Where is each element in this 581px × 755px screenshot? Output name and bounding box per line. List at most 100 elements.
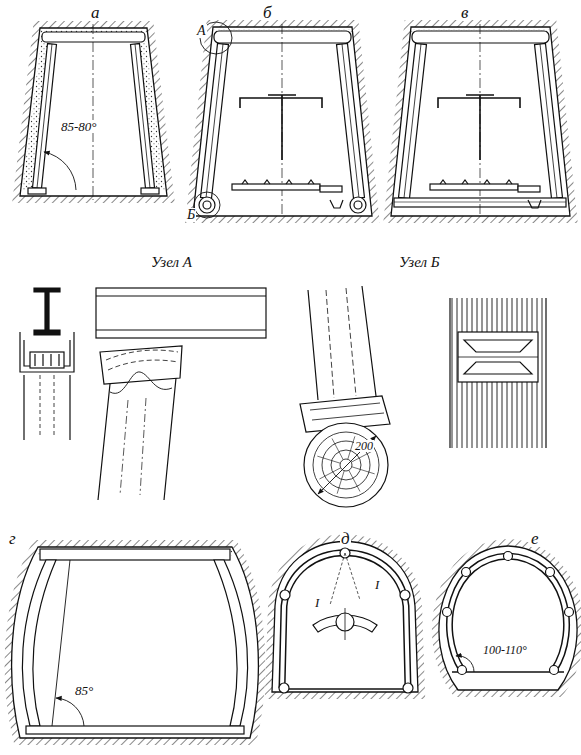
joint	[504, 552, 513, 561]
drawing-stroke	[351, 451, 372, 462]
drain	[528, 200, 541, 208]
arch-frame	[282, 553, 408, 688]
drawing-stroke	[50, 354, 51, 366]
log-support	[199, 197, 215, 213]
joint	[462, 568, 471, 577]
figure-label: б	[262, 4, 273, 21]
drawing-stroke	[317, 456, 340, 463]
angle-arc	[44, 152, 76, 190]
drawing-stroke	[120, 398, 146, 495]
cap-beam	[42, 32, 145, 42]
joint	[280, 590, 290, 600]
figure-label: I	[374, 578, 380, 591]
rock-hatching	[439, 546, 577, 690]
i-beam-section	[34, 288, 60, 335]
figure-label: г	[8, 530, 17, 547]
drawing-stroke	[282, 553, 408, 688]
rail	[506, 180, 512, 184]
ditch-cover	[320, 186, 342, 192]
track-sleeper	[232, 184, 320, 190]
leg-axis	[206, 44, 223, 198]
cap-beam	[412, 31, 549, 43]
dimension-line	[318, 436, 376, 494]
log-end	[304, 423, 388, 507]
drawing-stroke	[96, 329, 266, 330]
excavation-outline	[193, 27, 372, 216]
pipe	[268, 95, 296, 160]
drawing-stroke	[331, 450, 361, 480]
rail	[440, 180, 446, 184]
ditch-cover	[518, 186, 540, 192]
rock-hatching	[12, 547, 259, 738]
detail-circle	[194, 192, 220, 218]
frame-leg	[22, 560, 56, 726]
figure-label: Узел А	[150, 255, 193, 270]
drawing-stroke	[449, 556, 566, 670]
drawing-stroke	[106, 350, 178, 370]
floor	[452, 671, 564, 672]
rock-hatching	[20, 28, 167, 196]
rail	[242, 180, 248, 184]
figure-label: 85-80°	[60, 120, 98, 133]
rock-hatching	[272, 542, 418, 693]
drawing-stroke	[58, 354, 59, 366]
leg-axis	[404, 44, 421, 198]
floor	[280, 688, 410, 690]
excavation-outline	[439, 546, 577, 690]
clamp	[20, 332, 74, 372]
figure-label: 100-110°	[482, 644, 528, 656]
figure-label: в	[460, 4, 469, 21]
drawing-stroke	[110, 372, 172, 393]
cap-beam	[214, 31, 351, 43]
drawing-stroke	[340, 459, 352, 471]
drawing-stroke	[458, 357, 538, 358]
hanger-bracket	[240, 98, 322, 108]
figure-label: 85°	[74, 684, 94, 697]
joint	[400, 590, 410, 600]
arch-frame	[449, 556, 566, 670]
rock-hatching	[391, 27, 570, 216]
frame-leg	[201, 43, 229, 198]
clamp-side	[458, 332, 538, 382]
drawing-stroke	[352, 467, 375, 474]
joint	[443, 608, 452, 617]
drain	[330, 200, 343, 208]
rail	[484, 180, 490, 184]
rail	[264, 180, 270, 184]
rail	[308, 180, 314, 184]
rail	[286, 180, 292, 184]
rock-hatching	[193, 27, 372, 216]
foot	[28, 188, 46, 194]
drawing-stroke	[96, 295, 266, 296]
clamp-side	[100, 346, 182, 384]
joint	[546, 568, 555, 577]
foot	[141, 188, 159, 194]
axis	[93, 24, 94, 200]
leg-axis	[37, 44, 52, 188]
frame-leg	[337, 43, 365, 198]
drawing-stroke	[450, 298, 546, 448]
drawing-stroke	[319, 468, 340, 479]
hanger-bracket	[438, 98, 520, 108]
figure-label: I	[314, 596, 320, 609]
leg-axis	[342, 44, 359, 198]
drawing-stroke	[349, 470, 360, 491]
drawing-stroke	[326, 288, 356, 398]
drawing-stroke	[313, 432, 379, 498]
frame-leg	[33, 44, 57, 189]
leg-side	[308, 286, 376, 400]
joint	[458, 666, 467, 675]
joint	[550, 666, 559, 675]
joint	[279, 683, 289, 693]
drawing-stroke	[332, 438, 343, 459]
frame-leg	[131, 44, 155, 189]
excavation	[193, 27, 372, 216]
figure-label: а	[90, 4, 101, 21]
leg-side	[98, 378, 176, 500]
leg-axis	[540, 44, 557, 198]
drawing-stroke	[42, 354, 43, 366]
excavation	[391, 27, 570, 216]
frame-leg	[214, 560, 248, 726]
